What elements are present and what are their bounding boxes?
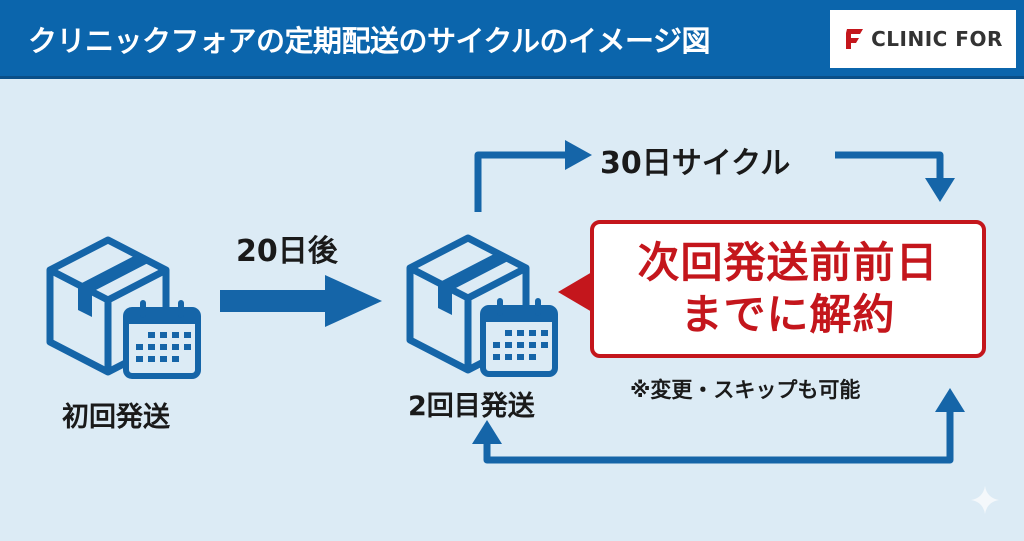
logo-mark-icon	[846, 29, 864, 49]
clinic-for-logo: CLINIC FOR	[830, 10, 1016, 68]
callout-pointer	[558, 272, 592, 312]
header-bar: クリニックフォアの定期配送のサイクルのイメージ図 CLINIC FOR	[0, 0, 1024, 79]
cancellation-callout: 次回発送前前日 までに解約	[590, 220, 986, 358]
cycle-label: 30日サイクル	[600, 146, 791, 181]
arrowhead-right	[565, 140, 592, 170]
interval-label: 20日後	[236, 234, 338, 269]
interval-arrow	[220, 275, 382, 327]
return-arrow-bottom	[472, 388, 965, 464]
logo-text: CLINIC FOR	[871, 27, 1003, 51]
second-shipment-calendar-icon	[483, 298, 555, 374]
callout-line-1: 次回発送前前日	[637, 238, 939, 287]
arrowhead-down	[925, 178, 955, 202]
cycle-arrow-top	[474, 151, 944, 212]
note-text: ※変更・スキップも可能	[630, 378, 861, 402]
first-shipment-label: 初回発送	[62, 402, 170, 433]
callout-line-2: までに解約	[680, 290, 896, 339]
sparkle-icon	[971, 486, 999, 514]
page-title: クリニックフォアの定期配送のサイクルのイメージ図	[28, 24, 710, 58]
first-shipment-calendar-icon	[126, 300, 198, 376]
second-shipment-label: 2回目発送	[408, 391, 535, 422]
